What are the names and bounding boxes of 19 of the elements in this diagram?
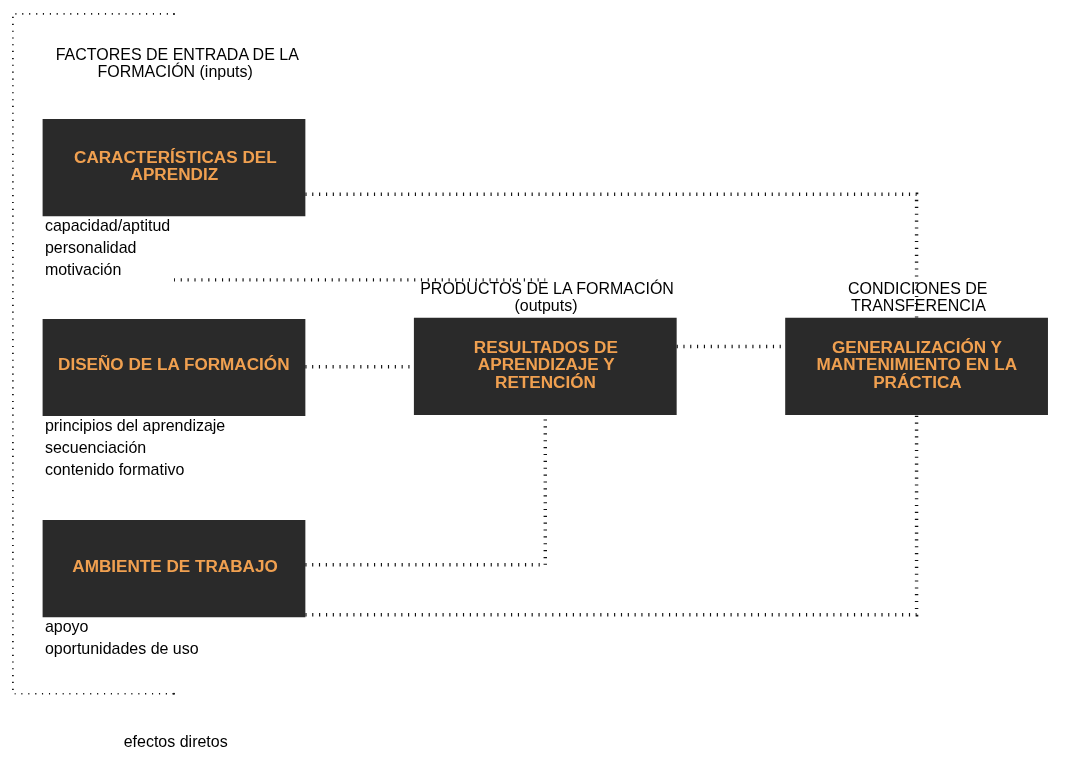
node-box: RESULTADOS DE APRENDIZAJE Y RETENCIÓN [413, 317, 677, 415]
node-label: capacidad/aptitud [44, 216, 171, 234]
connector [305, 414, 919, 616]
node-label: personalidad [44, 238, 137, 256]
node-label: oportunidades de uso [44, 639, 199, 657]
node-box: DISEÑO DE LA FORMACIÓN [42, 318, 306, 416]
node-label: secuenciación [44, 438, 147, 456]
node-label: contenido formativo [44, 460, 185, 478]
node-box: AMBIENTE DE TRABAJO [42, 519, 306, 617]
node-box: GENERALIZACIÓN Y MANTENIMIENTO EN LA PRÁCTICA [785, 317, 1048, 415]
node-label: CONDICIONES DE TRANSFERENCIA [848, 279, 988, 314]
node-label: PRODUCTOS DE LA FORMACIÓN (outputs) [420, 279, 674, 314]
node-label: motivación [44, 260, 122, 278]
legend-label: efectos diretos [123, 732, 228, 750]
node-label: principios del aprendizaje [44, 416, 226, 434]
node-box: CARACTERÍSTICAS DEL APRENDIZ [42, 118, 306, 216]
label: FACTORES DE ENTRADA DE LA FORMACIÓN (inputs) [55, 45, 299, 80]
node-label: apoyo [44, 617, 89, 635]
connector [174, 277, 546, 282]
